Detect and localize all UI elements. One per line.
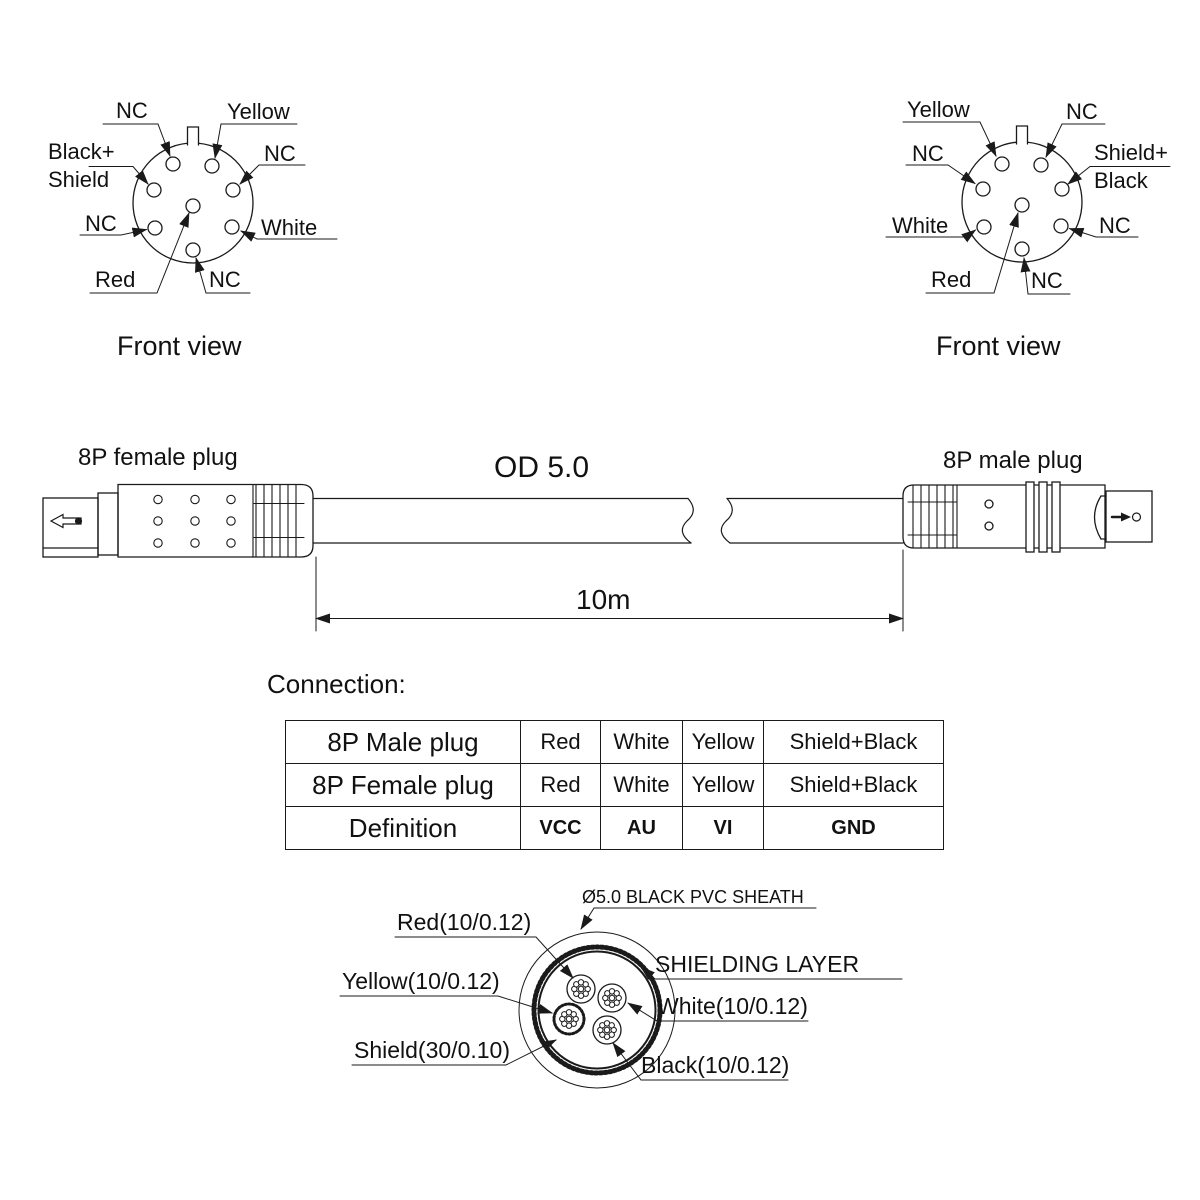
right-pin-label-center: Red: [931, 267, 972, 292]
right-pin-label-right-upper-1: Shield+: [1094, 140, 1169, 165]
table-row-name: 8P Male plug: [285, 720, 521, 764]
left-pin-label-bottom: NC: [209, 267, 241, 292]
table-cell: GND: [763, 806, 944, 850]
wire-red-label: Red(10/0.12): [397, 909, 532, 935]
table-cell: Yellow: [682, 763, 764, 807]
table-cell: VCC: [520, 806, 601, 850]
table-row-name: 8P Female plug: [285, 763, 521, 807]
left-pin-label-right-upper: NC: [264, 141, 296, 166]
wire-white-label: White(10/0.12): [657, 993, 808, 1019]
wire-red: [566, 974, 596, 1004]
table-cell: Red: [520, 720, 601, 764]
cross-section-drawing: [339, 907, 903, 1089]
shielding-layer-label: SHIELDING LAYER: [655, 951, 860, 977]
table-cell: Red: [520, 763, 601, 807]
connection-table: 8P Male plug Red White Yellow Shield+Bla…: [285, 720, 944, 850]
cable-length-label: 10m: [576, 584, 631, 615]
table-row-male: 8P Male plug Red White Yellow Shield+Bla…: [285, 720, 944, 764]
cable-od-label: OD 5.0: [494, 451, 590, 484]
connection-heading: Connection:: [267, 669, 406, 699]
table-row-definition: Definition VCC AU VI GND: [285, 806, 944, 850]
left-pin-label-top-left: NC: [116, 98, 148, 123]
right-pin-label-left-lower: White: [892, 213, 949, 238]
table-row-female: 8P Female plug Red White Yellow Shield+B…: [285, 763, 944, 807]
wire-black-label: Black(10/0.12): [641, 1052, 790, 1078]
wire-yellow-label: Yellow(10/0.12): [342, 968, 500, 994]
right-pin-label-top-right: NC: [1066, 99, 1098, 124]
left-connector-caption: Front view: [117, 331, 242, 361]
right-pin-label-left-upper: NC: [912, 141, 944, 166]
right-connector-drawing: [885, 121, 1171, 295]
right-pin-label-bottom: NC: [1031, 268, 1063, 293]
left-pin-label-center: Red: [95, 267, 136, 292]
pvc-sheath-circle: [518, 931, 676, 1089]
cable-assembly-drawing: [42, 481, 1153, 632]
table-cell: Shield+Black: [763, 720, 944, 764]
right-connector-caption: Front view: [936, 331, 1061, 361]
left-connector-pins: [146, 156, 241, 258]
sheath-label: Ø5.0 BLACK PVC SHEATH: [582, 887, 804, 907]
left-pin-label-left-lower: NC: [85, 211, 117, 236]
shield-wire-label: Shield(30/0.10): [354, 1037, 510, 1063]
male-plug-drawing: [902, 481, 1153, 553]
male-plug-label: 8P male plug: [943, 447, 1083, 474]
left-pin-label-right-lower: White: [261, 215, 318, 240]
shielding-braid-ring: [531, 944, 663, 1076]
left-connector-drawing: [79, 123, 338, 294]
cross-section-leaders: [339, 907, 903, 1081]
right-pin-label-top-left: Yellow: [907, 97, 970, 122]
female-plug-label: 8P female plug: [78, 444, 238, 471]
table-cell: VI: [682, 806, 764, 850]
table-row-name: Definition: [285, 806, 521, 850]
right-connector-leaders: [885, 121, 1171, 295]
table-cell: AU: [600, 806, 683, 850]
right-pin-label-right-upper-2: Black: [1094, 168, 1148, 193]
right-pin-label-right-lower: NC: [1099, 213, 1131, 238]
female-plug-drawing: [42, 483, 314, 558]
length-dimension: [315, 549, 904, 632]
left-pin-label-left-upper-2: Shield: [48, 167, 110, 192]
table-cell: White: [600, 763, 683, 807]
wire-yellow-shielded: [552, 1002, 586, 1036]
table-cell: Shield+Black: [763, 763, 944, 807]
left-pin-label-top-right: Yellow: [227, 99, 290, 124]
left-connector-leaders: [79, 123, 338, 294]
wire-white: [597, 983, 627, 1013]
left-pin-label-left-upper-1: Black+: [48, 139, 115, 164]
table-cell: White: [600, 720, 683, 764]
right-connector-pins: [975, 156, 1070, 257]
table-cell: Yellow: [682, 720, 764, 764]
cable-line: [312, 497, 904, 544]
wire-black: [592, 1015, 622, 1045]
